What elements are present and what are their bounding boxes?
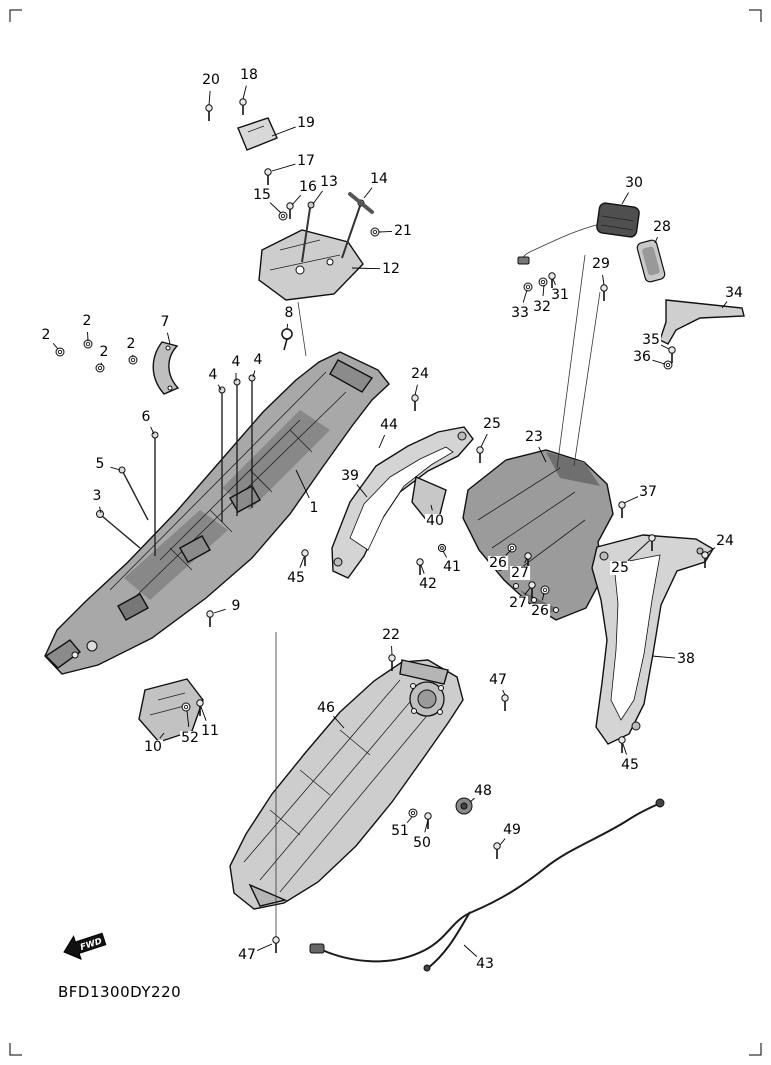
fwd-marker: FWD bbox=[63, 932, 107, 960]
fwd-label: FWD bbox=[79, 937, 103, 953]
tail-light-assembly bbox=[517, 202, 745, 345]
inner-fender-assembly bbox=[229, 659, 464, 910]
side-guard bbox=[138, 678, 204, 743]
wire-harness bbox=[309, 798, 665, 972]
diagram-code: BFD1300DY220 bbox=[58, 983, 182, 1001]
subframe-stay-right bbox=[591, 534, 714, 745]
stay-plate bbox=[411, 475, 447, 523]
rear-fender-assembly bbox=[44, 351, 390, 675]
strap-and-hook bbox=[152, 328, 293, 395]
subframe-stay-left bbox=[331, 426, 474, 579]
reference-lines bbox=[96, 254, 601, 938]
fasteners bbox=[55, 98, 710, 954]
license-bracket bbox=[462, 449, 614, 621]
crop-marks bbox=[9, 9, 762, 1056]
leader-lines bbox=[52, 85, 728, 957]
top-bracket-assembly bbox=[237, 117, 374, 357]
